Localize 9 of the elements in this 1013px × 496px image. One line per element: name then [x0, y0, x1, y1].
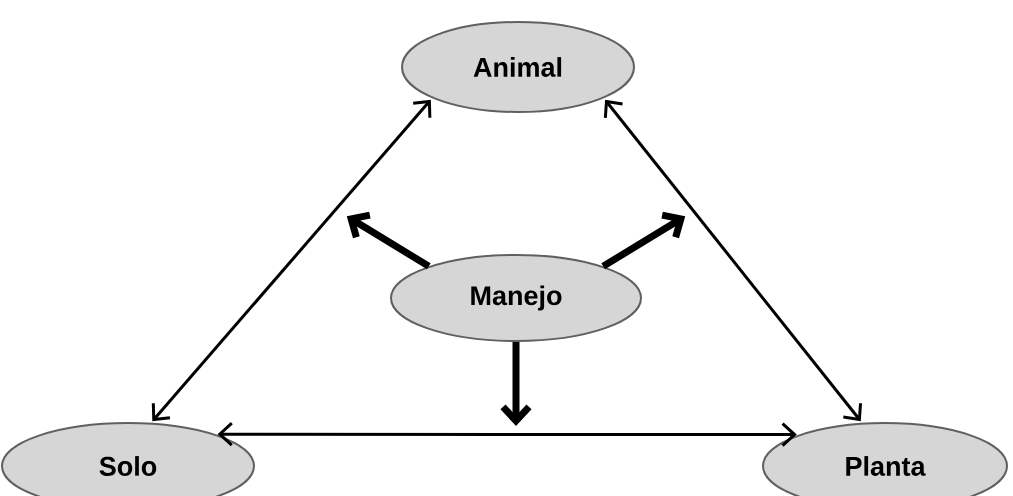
- arrow: [217, 422, 797, 447]
- ellipse-node: Animal: [401, 21, 635, 113]
- ellipse-node: Planta: [762, 422, 1008, 496]
- ellipse-node: Solo: [1, 422, 255, 496]
- arrow: [603, 99, 863, 422]
- arrow: [601, 211, 686, 270]
- arrow: [151, 99, 432, 422]
- arrow: [346, 211, 431, 270]
- ellipse-node: Manejo: [390, 254, 642, 342]
